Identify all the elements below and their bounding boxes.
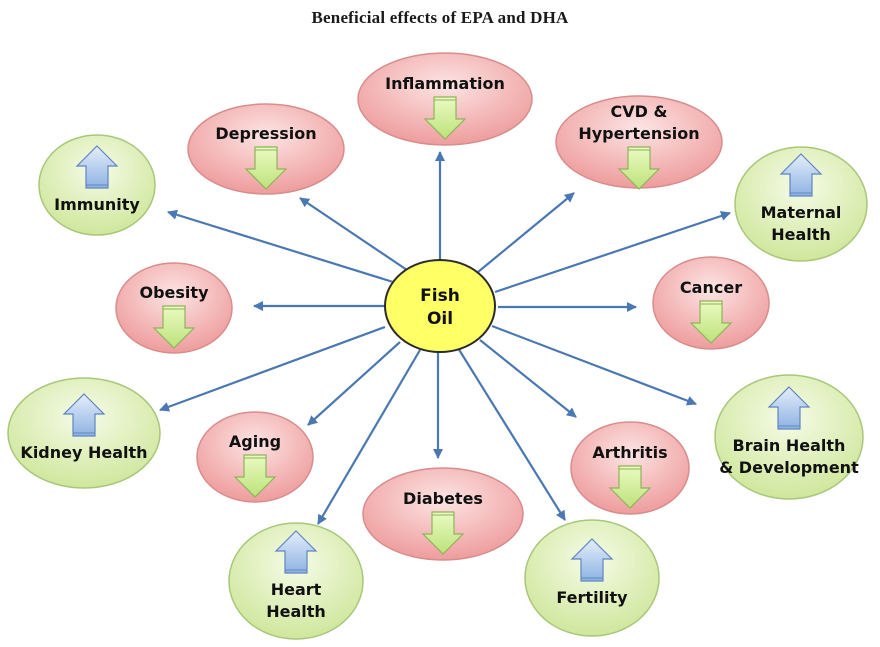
down-arrow-icon xyxy=(152,305,196,349)
node-label-maternal-health: Health xyxy=(771,225,831,244)
down-arrow-icon xyxy=(608,465,652,509)
up-arrow-icon xyxy=(570,538,614,582)
node-aging: Aging xyxy=(196,411,314,503)
up-arrow-icon xyxy=(274,530,318,574)
node-depression: Depression xyxy=(187,103,345,195)
node-kidney-health: Kidney Health xyxy=(7,377,161,489)
connector-arrow-maternal-health xyxy=(494,211,731,294)
up-arrow-icon xyxy=(779,153,823,197)
node-inflammation: Inflammation xyxy=(357,52,533,146)
node-ellipse-heart-health xyxy=(228,522,364,640)
connector-arrow-heart-health xyxy=(317,349,421,525)
center-label: Oil xyxy=(427,309,453,329)
node-label-diabetes: Diabetes xyxy=(403,489,483,508)
node-label-heart-health: Health xyxy=(266,602,326,621)
connector-arrow-brain-health xyxy=(491,324,697,406)
node-label-heart-health: Heart xyxy=(271,580,322,599)
connector-arrow-depression xyxy=(299,197,411,273)
node-label-immunity: Immunity xyxy=(54,195,140,214)
node-fertility: Fertility xyxy=(524,519,660,637)
down-arrow-icon xyxy=(423,96,467,140)
node-label-cvd-hypertension: Hypertension xyxy=(578,124,699,143)
up-arrow-icon xyxy=(75,145,119,189)
down-arrow-icon xyxy=(421,511,465,555)
node-diabetes: Diabetes xyxy=(362,467,524,561)
connector-arrow-cvd-hypertension xyxy=(477,192,575,273)
node-immunity: Immunity xyxy=(38,134,156,236)
node-label-depression: Depression xyxy=(215,124,316,143)
node-label-cvd-hypertension: CVD & xyxy=(611,102,668,121)
node-arthritis: Arthritis xyxy=(570,421,690,515)
node-cvd-hypertension: CVD & Hypertension xyxy=(555,95,723,190)
node-label-aging: Aging xyxy=(229,432,281,451)
node-label-inflammation: Inflammation xyxy=(385,74,505,93)
node-label-brain-health: Brain Health xyxy=(733,436,846,455)
node-label-cancer: Cancer xyxy=(680,278,742,297)
node-label-obesity: Obesity xyxy=(140,283,210,302)
center-label: Fish xyxy=(420,286,460,306)
node-label-maternal-health: Maternal xyxy=(761,203,842,222)
node-cancer: Cancer xyxy=(652,256,770,350)
node-label-arthritis: Arthritis xyxy=(592,443,667,462)
connector-arrows xyxy=(159,151,731,525)
node-label-kidney-health: Kidney Health xyxy=(20,443,147,462)
node-label-brain-health: & Development xyxy=(719,458,859,477)
connector-arrow-arthritis xyxy=(479,339,577,418)
node-ellipse-maternal-health xyxy=(734,146,868,262)
connector-arrow-kidney-health xyxy=(159,325,386,412)
down-arrow-icon xyxy=(233,454,277,498)
connector-arrow-aging xyxy=(307,341,401,426)
diagram-title: Beneficial effects of EPA and DHA xyxy=(311,8,569,27)
node-brain-health: Brain Health & Development xyxy=(714,374,864,500)
connector-arrow-fertility xyxy=(457,347,566,521)
down-arrow-icon xyxy=(617,146,661,190)
node-ellipse-brain-health xyxy=(714,374,864,500)
down-arrow-icon xyxy=(244,146,288,190)
node-obesity: Obesity xyxy=(115,262,233,354)
connector-arrow-immunity xyxy=(167,209,394,284)
node-label-fertility: Fertility xyxy=(556,588,628,607)
center-ellipse xyxy=(384,259,496,353)
down-arrow-icon xyxy=(689,300,733,344)
up-arrow-icon xyxy=(767,386,811,430)
up-arrow-icon xyxy=(62,393,106,437)
